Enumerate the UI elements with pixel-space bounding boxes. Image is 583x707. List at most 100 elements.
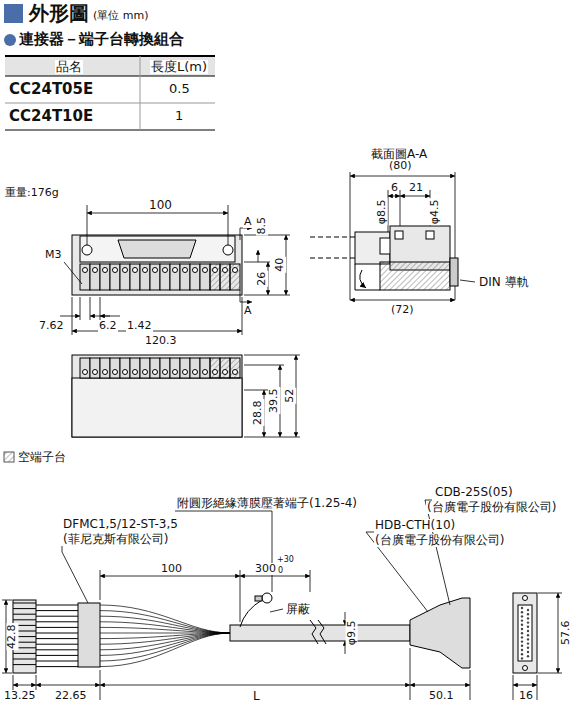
- terminal-screw: [143, 268, 148, 273]
- terminal: [170, 264, 180, 290]
- wire: [100, 616, 230, 633]
- terminal-screw: [83, 370, 88, 375]
- label: 品名: [55, 60, 83, 74]
- pin: [521, 628, 523, 630]
- terminal-screw: [123, 268, 128, 273]
- section-view: [310, 172, 475, 300]
- pin: [527, 647, 529, 649]
- terminal: [150, 264, 160, 290]
- pin: [521, 649, 523, 651]
- terminal: [140, 264, 150, 290]
- pin: [527, 626, 529, 628]
- pin: [521, 615, 523, 617]
- label: 52: [284, 388, 296, 404]
- terminal-screw: [213, 370, 218, 375]
- wire: [100, 605, 230, 633]
- terminal-screw: [223, 268, 228, 273]
- label: A: [243, 305, 253, 317]
- legend-text: 空端子台: [17, 451, 67, 464]
- label: φ9.5: [345, 620, 357, 647]
- terminal: [80, 358, 90, 378]
- wire: [100, 611, 230, 633]
- terminal-screw: [123, 370, 128, 375]
- terminal: [160, 358, 170, 378]
- label: 8.5: [256, 216, 268, 236]
- label: 0: [277, 567, 284, 575]
- label: (菲尼克斯有限公司): [62, 533, 169, 546]
- wire: [100, 633, 230, 667]
- plug-rib: [13, 614, 36, 615]
- label: 附圓形絕緣薄膜壓著端子(1.25-4): [176, 497, 358, 510]
- plug-rib: [36, 627, 78, 628]
- pin: [527, 613, 529, 615]
- label: 22.65: [54, 690, 88, 702]
- terminal: [210, 264, 220, 290]
- wire: [100, 622, 230, 633]
- pin: [527, 651, 529, 653]
- pin: [521, 619, 523, 621]
- pin: [527, 642, 529, 644]
- terminal-screw: [163, 370, 168, 375]
- terminal-screw: [173, 370, 178, 375]
- label: 屏蔽: [285, 603, 311, 616]
- terminal: [200, 358, 210, 378]
- plug-rib: [36, 649, 78, 650]
- terminal: [100, 264, 110, 290]
- plug-rib: [13, 619, 36, 620]
- label: φ4.5: [428, 199, 440, 226]
- terminal-screw: [233, 370, 238, 375]
- terminal: [230, 264, 240, 290]
- label: 1: [174, 109, 184, 123]
- label: 截面圖A-A: [370, 148, 428, 161]
- terminal: [210, 358, 220, 378]
- label: 120.3: [144, 335, 178, 347]
- label: DIN 導軌: [478, 276, 530, 289]
- title: 外形圖: [28, 3, 90, 24]
- plug-rib: [36, 655, 78, 656]
- label: (80): [388, 160, 413, 172]
- pin: [521, 611, 523, 613]
- terminal-screw: [193, 268, 198, 273]
- title-square: [4, 4, 23, 23]
- plug-rib: [13, 659, 36, 660]
- label: M3: [44, 249, 63, 261]
- terminal-screw: [203, 268, 208, 273]
- label: 0.5: [168, 82, 191, 96]
- plug-rib: [36, 644, 78, 645]
- terminal: [100, 358, 110, 378]
- label: 6.2: [98, 320, 118, 332]
- label: 6: [390, 182, 399, 194]
- label: 21: [408, 182, 424, 194]
- pin: [521, 657, 523, 659]
- label: 1.42: [126, 320, 153, 332]
- terminal: [230, 358, 240, 378]
- terminal-screw: [153, 268, 158, 273]
- terminal-screw: [133, 268, 138, 273]
- plug-rib: [36, 661, 78, 662]
- plug-rib: [36, 633, 78, 634]
- label: 57.6: [560, 620, 572, 647]
- label: 重量:176g: [4, 187, 60, 199]
- label: +30: [276, 556, 295, 564]
- label: CC24T10E: [8, 109, 94, 125]
- plug-rib: [13, 653, 36, 654]
- pin: [527, 617, 529, 619]
- label: CC24T05E: [8, 82, 94, 98]
- top-view: [72, 235, 242, 295]
- pin: [527, 621, 529, 623]
- terminal-screw: [183, 268, 188, 273]
- pin: [521, 640, 523, 642]
- plug-rib: [36, 666, 78, 667]
- label: (72): [390, 304, 415, 316]
- terminal-screw: [163, 268, 168, 273]
- pin: [521, 645, 523, 647]
- terminal: [180, 264, 190, 290]
- terminal-screw: [93, 268, 98, 273]
- label: φ8.5: [375, 199, 387, 226]
- cable-dims: [2, 500, 562, 700]
- cable-assembly: [13, 593, 537, 673]
- terminal-screw: [173, 268, 178, 273]
- label: (台廣電子股份有限公司): [374, 534, 505, 547]
- terminal: [220, 358, 230, 378]
